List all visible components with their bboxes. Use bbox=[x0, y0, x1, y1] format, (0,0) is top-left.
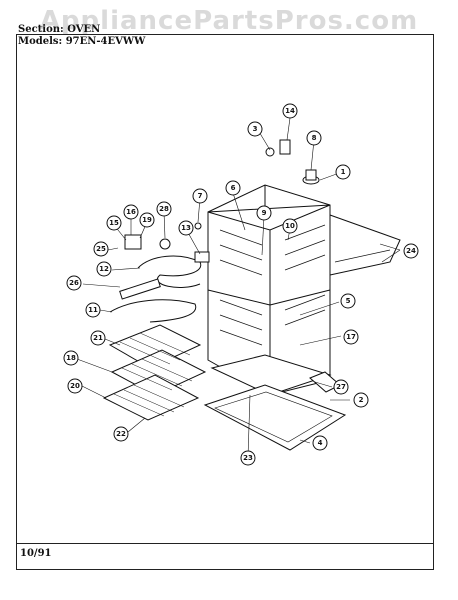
watermark: AppliancePartsPros.com bbox=[39, 6, 419, 36]
svg-text:21: 21 bbox=[93, 334, 103, 342]
svg-text:24: 24 bbox=[406, 247, 416, 255]
svg-text:20: 20 bbox=[70, 382, 80, 390]
models-label: Models: 97EN-4EVWW bbox=[18, 36, 146, 47]
svg-text:23: 23 bbox=[243, 454, 253, 462]
svg-text:7: 7 bbox=[198, 192, 203, 200]
svg-text:2: 2 bbox=[359, 396, 364, 404]
footer-date: 10/91 bbox=[20, 548, 52, 559]
footer-rule bbox=[16, 543, 434, 544]
svg-text:5: 5 bbox=[346, 297, 351, 305]
callout-23: 23 bbox=[240, 450, 256, 466]
callout-22: 22 bbox=[113, 426, 129, 442]
callout-27: 27 bbox=[333, 379, 349, 395]
callout-9: 9 bbox=[256, 205, 272, 221]
bottom-tray-drawing bbox=[210, 354, 332, 396]
svg-text:25: 25 bbox=[96, 245, 106, 253]
callout-25: 25 bbox=[93, 241, 109, 257]
section-label: Section: OVEN bbox=[18, 24, 101, 35]
svg-text:10: 10 bbox=[285, 222, 295, 230]
svg-text:16: 16 bbox=[126, 208, 136, 216]
callout-8: 8 bbox=[306, 130, 322, 146]
svg-text:8: 8 bbox=[312, 134, 317, 142]
callout-1: 1 bbox=[335, 164, 351, 180]
svg-text:11: 11 bbox=[88, 306, 98, 314]
svg-text:27: 27 bbox=[336, 383, 346, 391]
svg-text:22: 22 bbox=[116, 430, 126, 438]
svg-text:18: 18 bbox=[66, 354, 76, 362]
bottom-panel-drawing bbox=[203, 384, 347, 451]
callout-4: 4 bbox=[312, 435, 328, 451]
svg-text:3: 3 bbox=[253, 125, 258, 133]
callout-3: 3 bbox=[247, 121, 263, 137]
callout-17: 17 bbox=[343, 329, 359, 345]
callout-14: 14 bbox=[282, 103, 298, 119]
callout-13: 13 bbox=[178, 220, 194, 236]
svg-text:13: 13 bbox=[181, 224, 191, 232]
callout-10: 10 bbox=[282, 218, 298, 234]
callout-5: 5 bbox=[340, 293, 356, 309]
callout-24: 24 bbox=[403, 243, 419, 259]
callout-6: 6 bbox=[225, 180, 241, 196]
callout-21: 21 bbox=[90, 330, 106, 346]
callout-20: 20 bbox=[67, 378, 83, 394]
svg-text:26: 26 bbox=[69, 279, 79, 287]
broil-element-drawing bbox=[137, 255, 202, 288]
svg-text:9: 9 bbox=[262, 209, 267, 217]
callout-16: 16 bbox=[123, 204, 139, 220]
svg-text:14: 14 bbox=[285, 107, 295, 115]
svg-text:28: 28 bbox=[159, 205, 169, 213]
diagram-frame bbox=[16, 34, 434, 570]
callout-19: 19 bbox=[139, 212, 155, 228]
callout-7: 7 bbox=[192, 188, 208, 204]
svg-text:12: 12 bbox=[99, 265, 109, 273]
callout-26: 26 bbox=[66, 275, 82, 291]
callout-2: 2 bbox=[353, 392, 369, 408]
callout-15: 15 bbox=[106, 215, 122, 231]
svg-text:1: 1 bbox=[341, 168, 346, 176]
svg-text:15: 15 bbox=[109, 219, 119, 227]
callout-11: 11 bbox=[85, 302, 101, 318]
oven-racks-drawing bbox=[102, 324, 207, 421]
svg-text:19: 19 bbox=[142, 216, 152, 224]
svg-text:6: 6 bbox=[231, 184, 236, 192]
callout-18: 18 bbox=[63, 350, 79, 366]
svg-text:17: 17 bbox=[346, 333, 356, 341]
side-panel-drawing bbox=[329, 214, 401, 276]
callout-12: 12 bbox=[96, 261, 112, 277]
bake-element-drawing bbox=[109, 299, 197, 323]
svg-text:4: 4 bbox=[318, 439, 323, 447]
callout-28: 28 bbox=[156, 201, 172, 217]
